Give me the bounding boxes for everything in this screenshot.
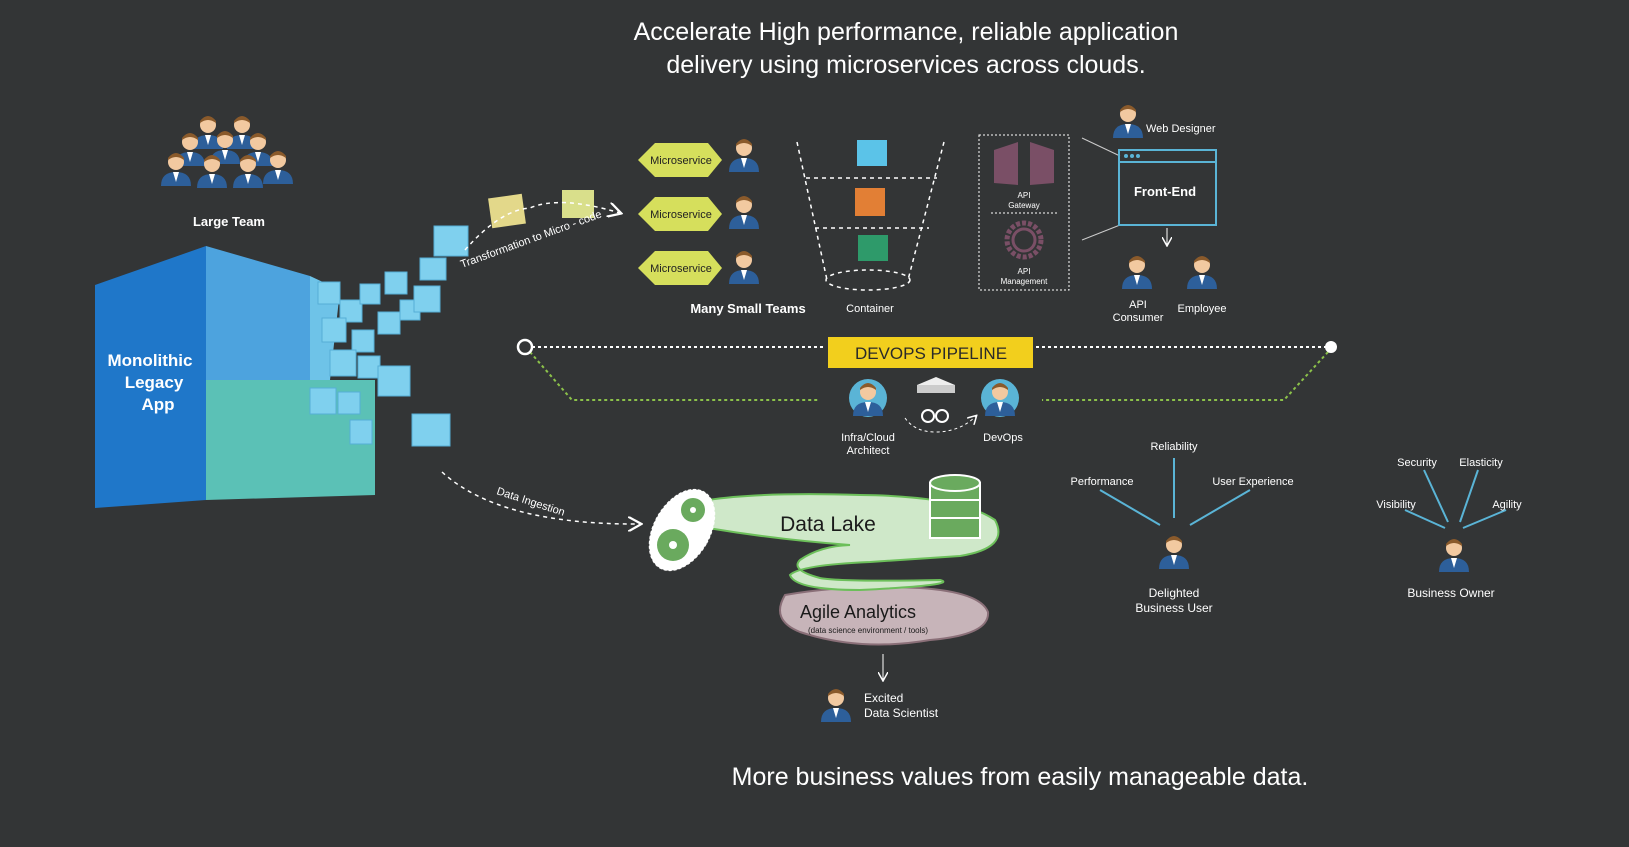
business-owner-icon: [1439, 539, 1469, 572]
large-team-label: Large Team: [193, 214, 265, 229]
business-user-rays: [1099, 458, 1251, 526]
monolith-label-1: Monolithic: [108, 351, 193, 370]
devops-pipeline-badge: [828, 337, 1033, 368]
pipeline-end-node: [1325, 341, 1337, 353]
attribute-agility: Agility: [1492, 499, 1522, 511]
microservice-list: [638, 143, 722, 285]
microservice-hexagon: [638, 251, 722, 285]
large-team-icon: [161, 116, 293, 188]
container-funnel: [796, 141, 945, 291]
footer-tagline: More business values from easily managea…: [732, 763, 1309, 791]
agile-analytics-subtitle: (data science environment / tools): [808, 626, 928, 635]
title-line2: delivery using microservices across clou…: [666, 51, 1145, 79]
kubernetes-container-icon: [855, 188, 885, 216]
business-user-label-1: Delighted: [1149, 586, 1200, 600]
pipeline-lines: [529, 346, 1329, 401]
api-consumer-label-2: Consumer: [1113, 312, 1164, 324]
api-gateway-label-1: API: [1018, 191, 1031, 200]
api-box: [978, 134, 1070, 291]
architect-label-1: Infra/Cloud: [841, 432, 895, 444]
business-user-icon: [1159, 536, 1189, 569]
container-icon: [858, 235, 888, 261]
developer-icon: [729, 251, 759, 284]
attribute-reliability: Reliability: [1150, 441, 1198, 453]
business-owner-label: Business Owner: [1407, 586, 1494, 600]
monolith-label-3: App: [141, 395, 174, 414]
attribute-security: Security: [1397, 457, 1437, 469]
data-scientist-icon: [821, 689, 851, 722]
architect-label-2: Architect: [847, 445, 890, 457]
api-gateway-label-2: Gateway: [1008, 201, 1040, 210]
frontend-window: [1118, 149, 1217, 226]
infinity-icon: [921, 409, 949, 423]
developer-icon: [729, 196, 759, 229]
microservice-hexagon: [638, 143, 722, 177]
devops-pipeline-label: DEVOPS PIPELINE: [855, 344, 1007, 363]
employee-icon: [1187, 256, 1217, 289]
microservice-label: Microservice: [650, 155, 712, 167]
microservice-label: Microservice: [650, 209, 712, 221]
attribute-visibility: Visibility: [1376, 499, 1416, 511]
microservice-label: Microservice: [650, 263, 712, 275]
frontend-label: Front-End: [1134, 184, 1196, 199]
data-scientist-label-2: Data Scientist: [864, 706, 939, 720]
developer-icon: [729, 139, 759, 172]
business-owner-rays: [1404, 469, 1507, 529]
title-line1: Accelerate High performance, reliable ap…: [634, 18, 1179, 46]
api-management-gear-icon: [1004, 220, 1044, 260]
container-label: Container: [846, 303, 894, 315]
api-management-label-1: API: [1018, 267, 1031, 276]
api-management-label-2: Management: [1001, 277, 1048, 286]
many-small-teams-label: Many Small Teams: [690, 301, 805, 316]
microservice-hexagon: [638, 197, 722, 231]
attribute-performance: Performance: [1071, 476, 1134, 488]
data-ingestion-arrow: [441, 471, 640, 524]
monolith-cube: [95, 225, 469, 508]
transformation-arrow: [464, 190, 620, 251]
data-lake-label: Data Lake: [780, 513, 876, 536]
database-icon: [929, 474, 981, 539]
business-user-label-2: Business User: [1135, 601, 1212, 615]
api-consumer-label-1: API: [1129, 299, 1147, 311]
docker-container-icon: [857, 140, 887, 166]
employee-label: Employee: [1178, 303, 1227, 315]
pipeline-start-node: [516, 338, 534, 356]
transformation-label: Transformation to Micro - code: [459, 208, 603, 270]
data-scientist-label-1: Excited: [864, 691, 903, 705]
web-designer-icon: [1113, 105, 1143, 138]
web-designer-label: Web Designer: [1146, 123, 1216, 135]
api-gateway-icon: [994, 142, 1054, 185]
devops-label: DevOps: [983, 432, 1023, 444]
api-consumer-icon: [1122, 256, 1152, 289]
agile-analytics-label: Agile Analytics: [800, 602, 916, 622]
attribute-user-experience: User Experience: [1212, 476, 1293, 488]
monolith-label-2: Legacy: [125, 373, 184, 392]
attribute-elasticity: Elasticity: [1459, 457, 1503, 469]
